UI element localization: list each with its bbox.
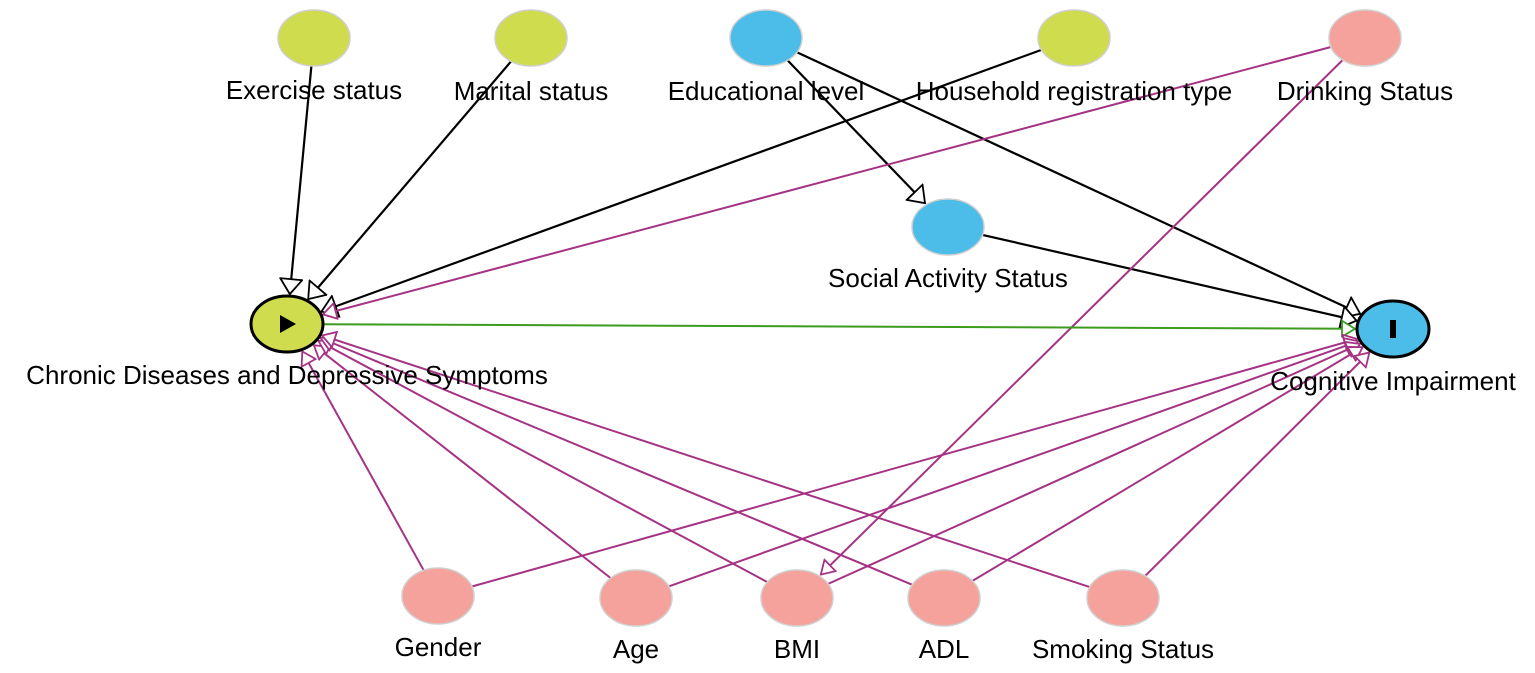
node-age[interactable]: Age (599, 569, 673, 664)
node-bmi-label: BMI (774, 634, 820, 664)
node-household-label: Household registration type (916, 76, 1233, 106)
edge-age-to-outcome (668, 341, 1359, 588)
node-exposure-label: Chronic Diseases and Depressive Symptoms (26, 360, 548, 390)
edge-smoking-to-exposure (322, 336, 1091, 589)
edge-gender-to-outcome (471, 339, 1357, 588)
edge-exercise-to-exposure (290, 65, 313, 294)
node-education[interactable]: Educational level (668, 9, 865, 106)
node-adl-label: ADL (919, 634, 970, 664)
node-education-ellipse[interactable] (729, 9, 803, 67)
node-education-label: Educational level (668, 76, 865, 106)
node-gender-label: Gender (395, 632, 482, 662)
node-adl-ellipse[interactable] (907, 569, 981, 627)
bar-icon (1390, 320, 1396, 338)
edge-adl-to-outcome (971, 347, 1363, 582)
node-drinking-ellipse[interactable] (1328, 9, 1402, 67)
edge-smoking-to-outcome (1144, 353, 1369, 577)
node-marital-label: Marital status (454, 76, 609, 106)
node-drinking-label: Drinking Status (1277, 76, 1453, 106)
edge-household-to-exposure (322, 48, 1042, 312)
node-bmi[interactable]: BMI (760, 569, 834, 664)
edge-drinking-to-exposure (323, 46, 1332, 314)
node-social-label: Social Activity Status (828, 263, 1068, 293)
edge-bmi-to-exposure (318, 341, 768, 583)
node-smoking-ellipse[interactable] (1086, 569, 1160, 627)
node-household[interactable]: Household registration type (916, 9, 1233, 106)
edge-drinking-to-bmi (821, 59, 1344, 575)
node-age-label: Age (613, 634, 659, 664)
node-gender[interactable]: Gender (395, 567, 482, 662)
edge-age-to-exposure (314, 345, 612, 579)
edge-adl-to-exposure (321, 338, 913, 586)
node-exercise-ellipse[interactable] (277, 9, 351, 67)
edge-bmi-to-outcome (827, 344, 1360, 585)
node-exercise-label: Exercise status (226, 75, 402, 105)
edge-education-to-social (786, 59, 925, 203)
edge-marital-to-exposure (308, 60, 512, 299)
node-outcome[interactable]: Cognitive Impairment (1270, 299, 1517, 396)
node-adl[interactable]: ADL (907, 569, 981, 664)
edges-layer (290, 46, 1370, 589)
node-smoking-label: Smoking Status (1032, 634, 1214, 664)
node-household-ellipse[interactable] (1037, 9, 1111, 67)
edge-social-to-outcome (982, 233, 1357, 321)
play-icon (280, 315, 296, 333)
node-drinking[interactable]: Drinking Status (1277, 9, 1453, 106)
node-marital-ellipse[interactable] (494, 9, 568, 67)
nodes-layer: Exercise status Marital status Educational… (26, 9, 1517, 664)
node-social-ellipse[interactable] (911, 198, 985, 256)
node-smoking[interactable]: Smoking Status (1032, 569, 1214, 664)
node-marital[interactable]: Marital status (454, 9, 609, 106)
node-exposure[interactable]: Chronic Diseases and Depressive Symptoms (26, 294, 548, 390)
edge-education-to-outcome (796, 51, 1360, 314)
node-exercise[interactable]: Exercise status (226, 9, 402, 105)
edge-exposure-to-outcome (322, 324, 1355, 329)
node-age-ellipse[interactable] (599, 569, 673, 627)
node-bmi-ellipse[interactable] (760, 569, 834, 627)
node-outcome-label: Cognitive Impairment (1270, 366, 1516, 396)
node-gender-ellipse[interactable] (401, 567, 475, 625)
edge-gender-to-exposure (302, 352, 425, 571)
node-social[interactable]: Social Activity Status (828, 198, 1068, 293)
